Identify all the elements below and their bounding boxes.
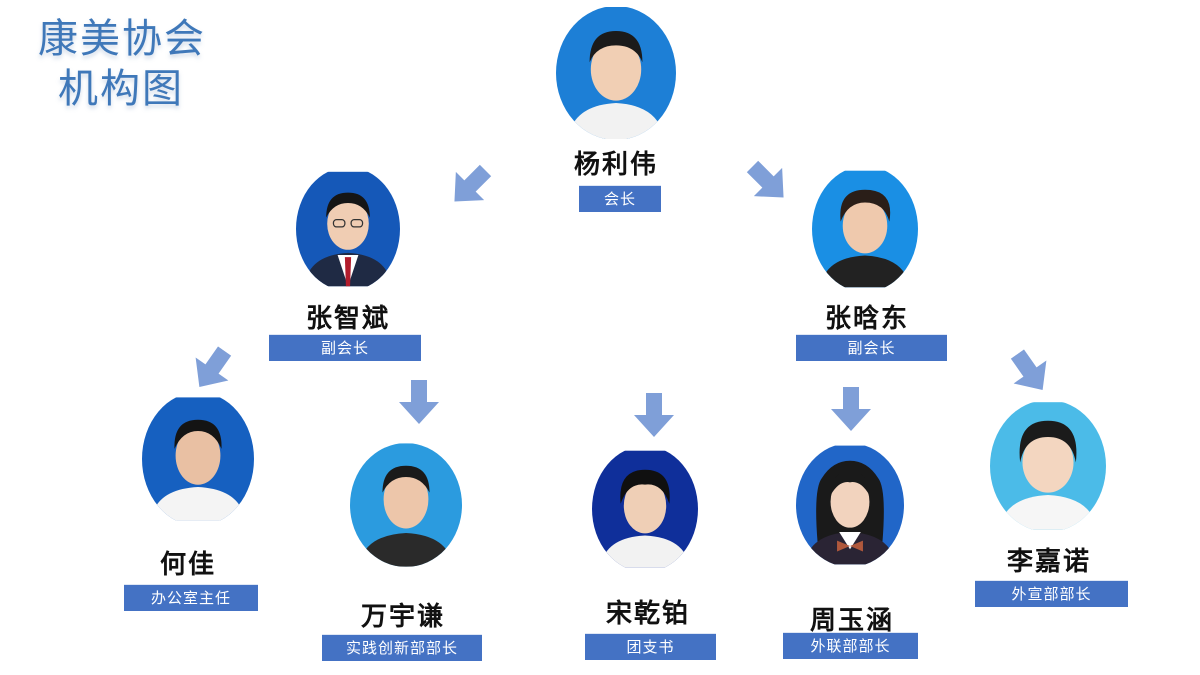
person-portrait-icon (142, 397, 254, 521)
member-name: 何佳 (159, 550, 216, 580)
chart-title: 康美协会 机构图 (38, 14, 238, 114)
member-role-badge: 实践创新部部长 (322, 634, 482, 661)
member-role-badge: 会长 (579, 185, 661, 212)
person-portrait-icon (296, 171, 400, 287)
person-portrait-icon (592, 450, 698, 568)
member-name: 万宇谦 (360, 602, 445, 632)
member-role-badge: 外联部部长 (783, 632, 918, 659)
person-portrait-icon (796, 445, 904, 565)
member-name: 张晗东 (824, 304, 909, 334)
member-role-badge: 外宣部部长 (975, 580, 1128, 607)
person-portrait-icon (812, 170, 918, 288)
member-photo (350, 443, 462, 567)
person-portrait-icon (990, 402, 1106, 530)
member-photo (812, 166, 918, 292)
arrow-to-office (183, 340, 241, 399)
member-photo (990, 400, 1106, 532)
member-name: 李嘉诺 (1006, 547, 1091, 577)
member-photo (556, 6, 676, 140)
arrow-to-liaison (831, 387, 871, 431)
arrow-to-vice-left (440, 156, 499, 215)
title-line-1: 康美协会 (38, 16, 206, 62)
member-name: 周玉涵 (809, 606, 894, 636)
member-photo (142, 392, 254, 526)
arrow-to-vice-right (738, 152, 797, 211)
member-name: 张智斌 (305, 304, 390, 334)
member-photo (296, 167, 400, 291)
arrow-to-league (634, 393, 674, 437)
member-name: 宋乾铂 (605, 599, 690, 629)
member-role-badge: 办公室主任 (124, 584, 258, 611)
member-role-badge: 副会长 (269, 334, 421, 361)
title-line-2: 机构图 (58, 66, 184, 112)
member-photo (592, 446, 698, 572)
arrow-to-publicity (1001, 343, 1059, 402)
person-portrait-icon (350, 443, 462, 567)
member-role-badge: 副会长 (796, 334, 947, 361)
member-role-badge: 团支书 (585, 633, 716, 660)
person-portrait-icon (556, 7, 676, 139)
member-name: 杨利伟 (573, 150, 658, 180)
arrow-to-practice (399, 380, 439, 424)
member-photo (796, 443, 904, 567)
